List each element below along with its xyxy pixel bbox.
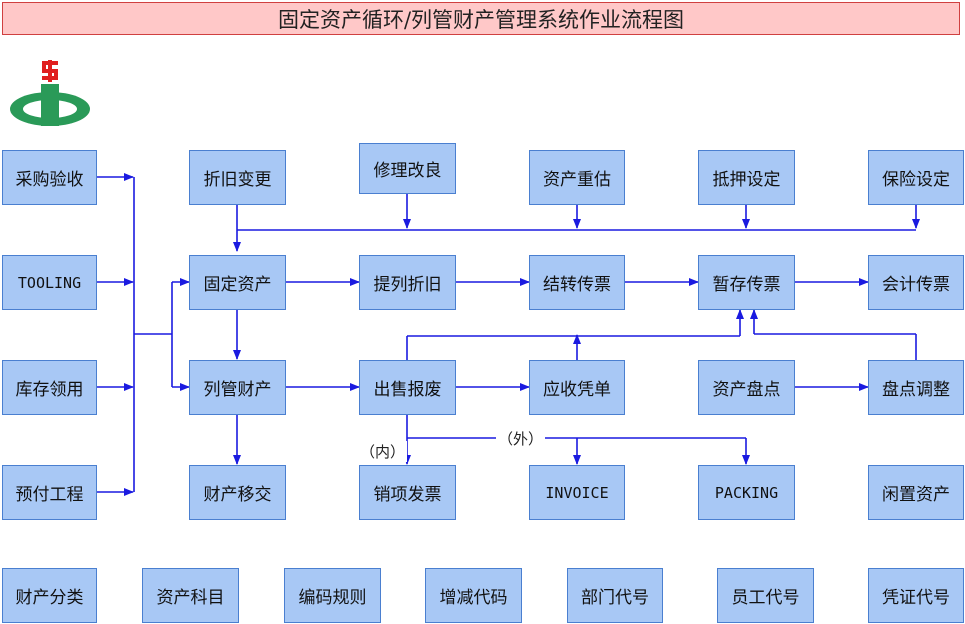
node-dept-code[interactable]: 部门代号 <box>567 568 663 623</box>
node-tooling[interactable]: TOOLING <box>2 255 97 310</box>
node-receivable-voucher[interactable]: 应收凭单 <box>529 360 625 415</box>
node-fixed-asset[interactable]: 固定资产 <box>189 255 286 310</box>
node-temp-voucher[interactable]: 暂存传票 <box>698 255 795 310</box>
node-prepaid-project[interactable]: 预付工程 <box>2 465 97 520</box>
node-property-transfer[interactable]: 财产移交 <box>189 465 286 520</box>
node-voucher-code[interactable]: 凭证代号 <box>868 568 964 623</box>
node-packing[interactable]: PACKING <box>698 465 795 520</box>
node-asset-inventory[interactable]: 资产盘点 <box>698 360 795 415</box>
node-coding-rule[interactable]: 编码规则 <box>284 568 381 623</box>
node-accrue-depreciation[interactable]: 提列折旧 <box>359 255 456 310</box>
note-internal: （内） <box>358 441 408 462</box>
node-stock-issue[interactable]: 库存领用 <box>2 360 97 415</box>
node-property-category[interactable]: 财产分类 <box>2 568 97 623</box>
node-accounting-voucher[interactable]: 会计传票 <box>868 255 964 310</box>
node-mortgage-setup[interactable]: 抵押设定 <box>698 150 795 205</box>
note-external: （外） <box>496 428 546 449</box>
node-sales-invoice[interactable]: 销项发票 <box>359 465 456 520</box>
node-staff-code[interactable]: 员工代号 <box>717 568 814 623</box>
node-managed-property[interactable]: 列管财产 <box>189 360 286 415</box>
node-depreciation-change[interactable]: 折旧变更 <box>189 150 286 205</box>
node-repair-improve[interactable]: 修理改良 <box>359 143 456 194</box>
node-asset-account[interactable]: 资产科目 <box>142 568 239 623</box>
node-invoice[interactable]: INVOICE <box>529 465 625 520</box>
node-purchase-accept[interactable]: 采购验收 <box>2 150 97 205</box>
node-add-reduce-code[interactable]: 增减代码 <box>425 568 522 623</box>
page-title: 固定资产循环/列管财产管理系统作业流程图 <box>2 2 960 35</box>
node-sale-scrap[interactable]: 出售报废 <box>359 360 456 415</box>
node-transfer-voucher[interactable]: 结转传票 <box>529 255 625 310</box>
node-idle-asset[interactable]: 闲置资产 <box>868 465 964 520</box>
node-revaluation[interactable]: 资产重估 <box>529 150 625 205</box>
node-inventory-adjust[interactable]: 盘点调整 <box>868 360 964 415</box>
company-logo-icon <box>10 60 90 126</box>
node-insurance-setup[interactable]: 保险设定 <box>868 150 964 205</box>
